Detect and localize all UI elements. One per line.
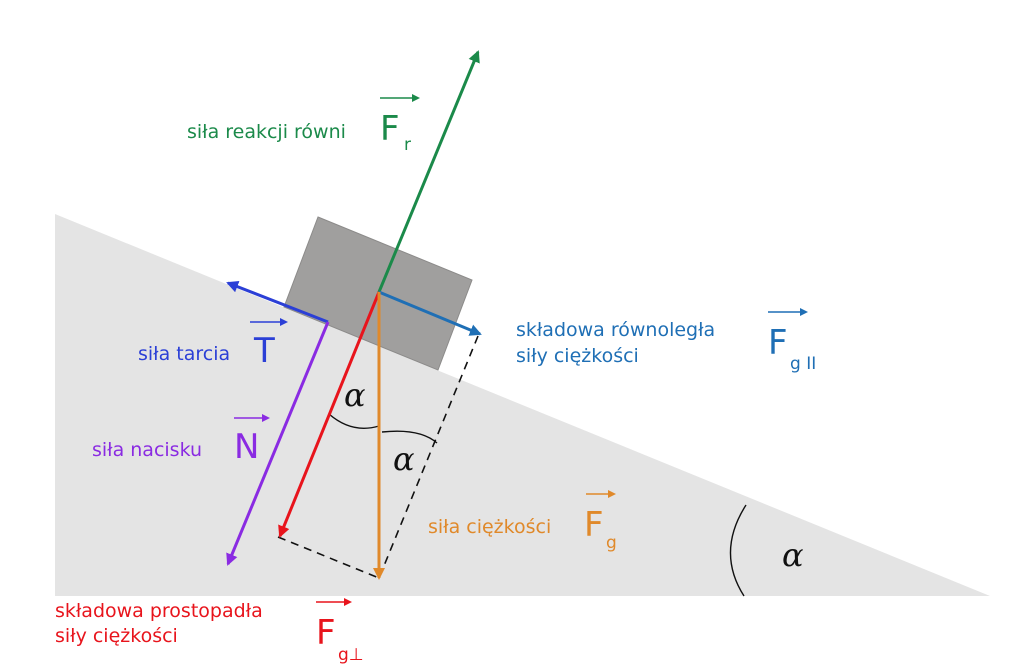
angle-arcs [328, 413, 747, 597]
parallel-symbol: F [768, 323, 788, 363]
inclined-plane [55, 214, 990, 596]
reaction-force-arrow [377, 50, 480, 293]
normal-press-label: siła nacisku [92, 439, 202, 461]
construction-lines [277, 335, 479, 579]
parallel-label-line2: siły ciężkości [516, 345, 639, 367]
perpendicular-label-line2: siły ciężkości [55, 625, 178, 647]
perpendicular-subscript: g⊥ [338, 645, 364, 665]
gravity-subscript: g [606, 533, 617, 553]
friction-force-arrow [226, 281, 329, 324]
normal-press-symbol: N [234, 427, 259, 467]
friction-symbol: T [253, 331, 275, 371]
reaction-subscript: r [404, 135, 411, 155]
perpendicular-symbol: F [316, 613, 336, 653]
gravity-symbol: F [584, 505, 604, 545]
perpendicular-label-line1: składowa prostopadła [55, 600, 263, 622]
parallel-label-line1: składowa równoległa [516, 319, 715, 341]
normal-press-arrow [226, 321, 330, 566]
gravity-label: siła ciężkości [428, 516, 551, 538]
alpha-label-3: α [782, 536, 804, 574]
alpha-label-2: α [393, 440, 415, 478]
parallel-component-arrow [378, 290, 482, 336]
parallel-subscript: g II [790, 354, 816, 374]
reaction-label: siła reakcji równi [187, 121, 346, 143]
reaction-symbol: F [380, 109, 400, 149]
alpha-label-1: α [344, 376, 366, 414]
friction-label: siła tarcia [138, 343, 230, 365]
perpendicular-component-arrow [278, 291, 381, 538]
